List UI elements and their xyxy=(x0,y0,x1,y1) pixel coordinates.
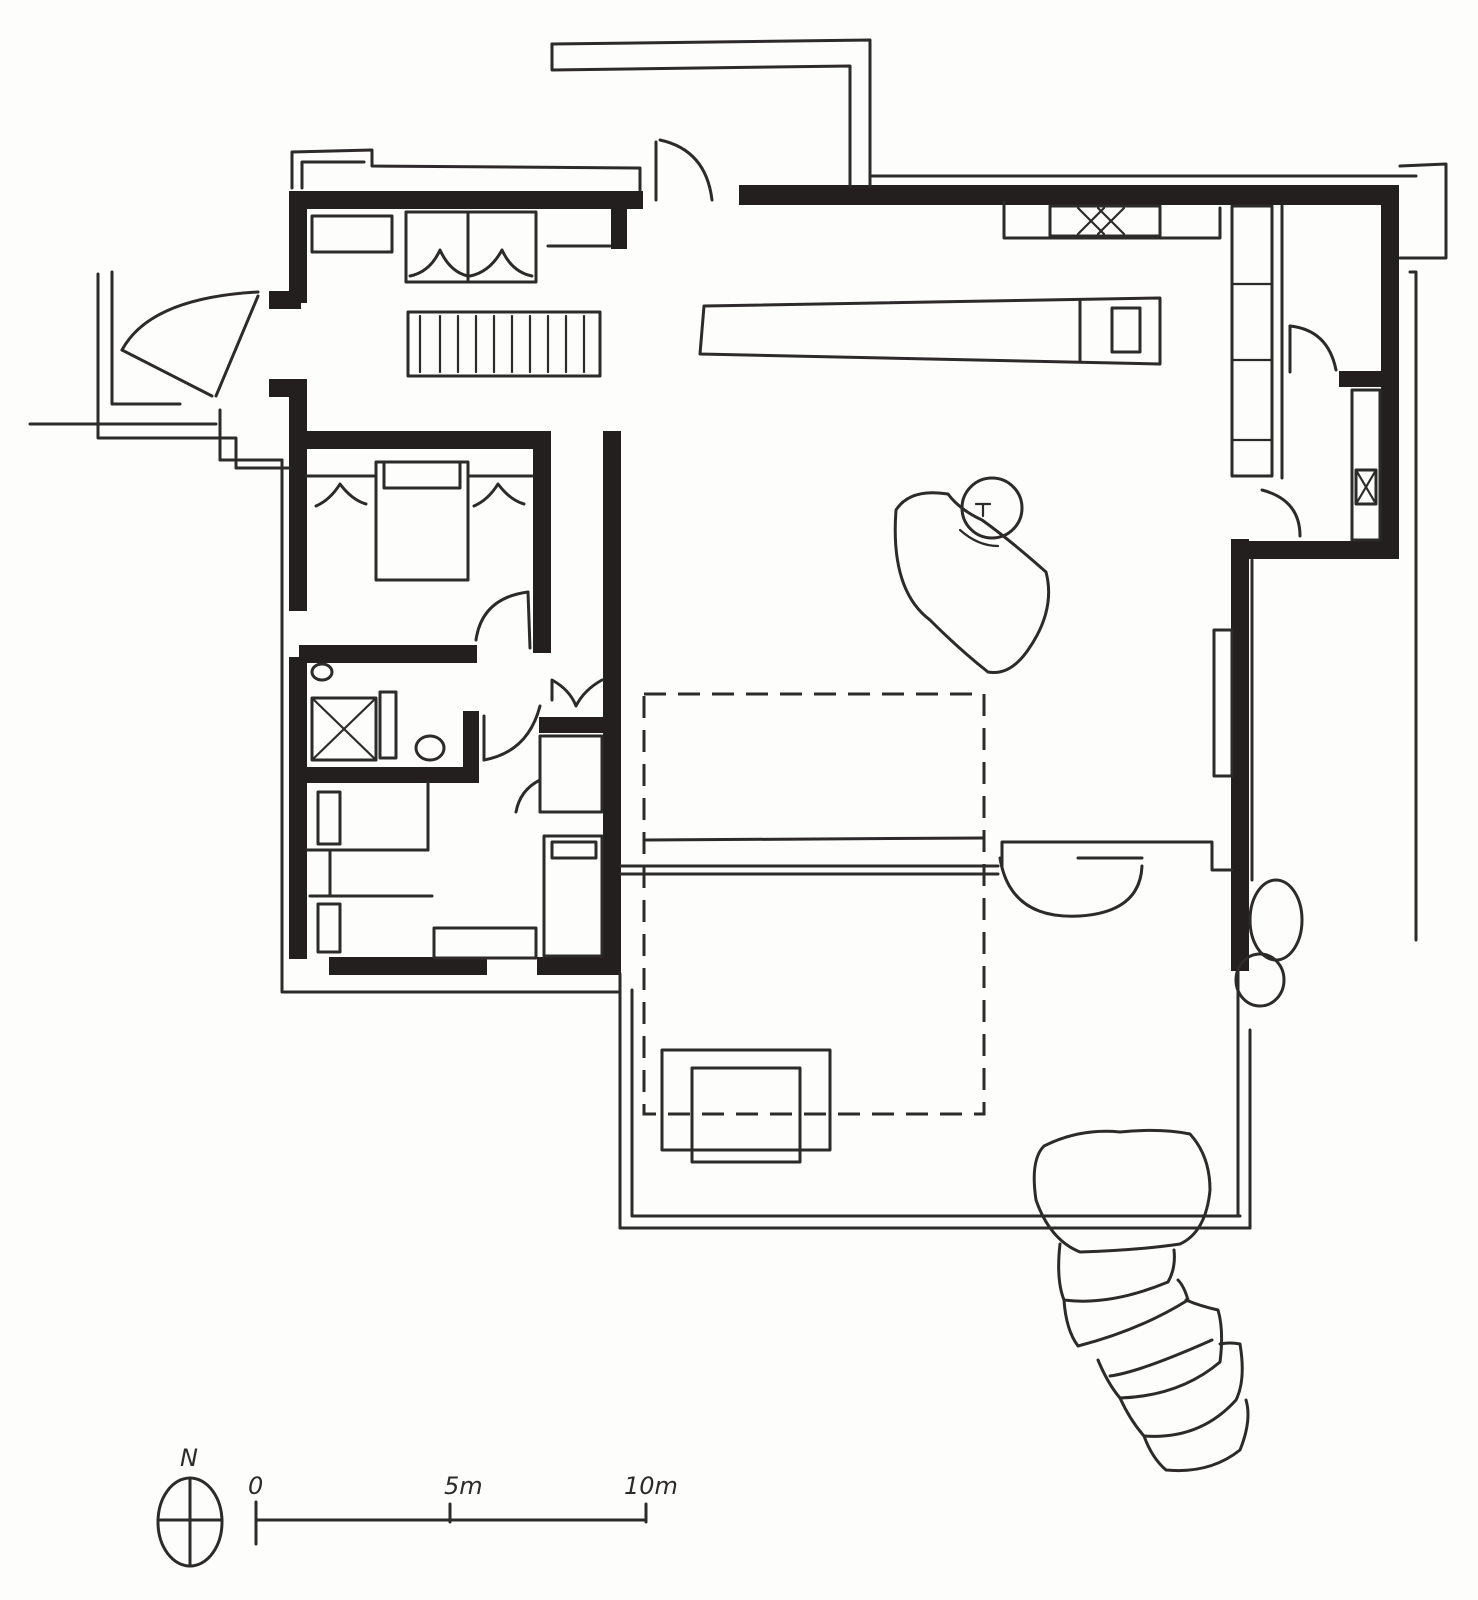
scale-label-0: 0 xyxy=(248,1472,263,1500)
north-door-swing xyxy=(658,138,714,202)
pantry-door-swing xyxy=(1288,324,1338,372)
kitchen xyxy=(698,200,1382,542)
north-arrow: N xyxy=(156,1444,224,1568)
garden-steps xyxy=(1032,1128,1250,1473)
bedroom xyxy=(304,460,534,582)
bedroom-door-swing xyxy=(474,590,530,642)
north-label: N xyxy=(180,1444,198,1472)
living-door-swing xyxy=(998,856,1144,918)
hall-wardrobe xyxy=(310,210,612,284)
scale-label-5m: 5m xyxy=(444,1472,483,1500)
doors xyxy=(120,138,1338,1008)
scale-label-10m: 10m xyxy=(624,1472,678,1500)
entrance-door-swing xyxy=(120,290,260,352)
outlines xyxy=(28,38,1448,1230)
utility-door-swing xyxy=(1260,488,1302,538)
second-bedroom xyxy=(304,780,604,960)
bathroom-door-swing xyxy=(482,704,542,762)
scale-bar: 0 5m 10m xyxy=(248,1472,678,1546)
staircase xyxy=(406,310,602,378)
living-area xyxy=(618,476,1234,1164)
bathroom xyxy=(310,662,604,814)
walls xyxy=(269,185,1399,975)
